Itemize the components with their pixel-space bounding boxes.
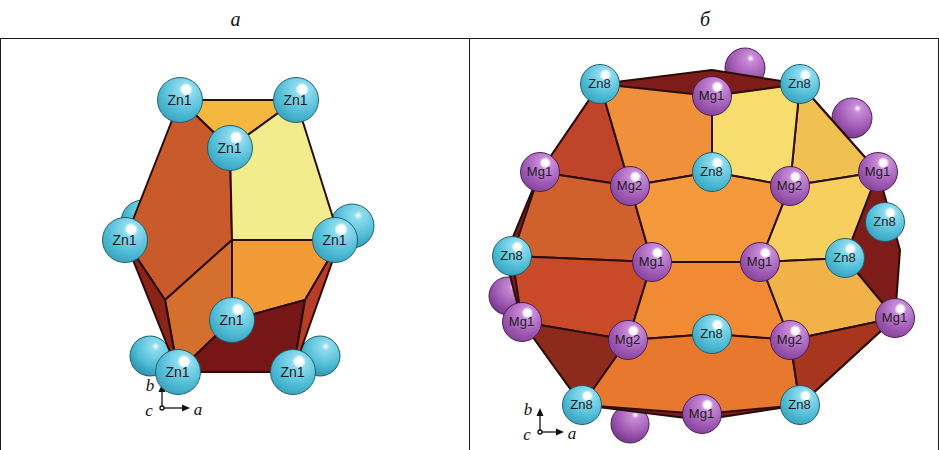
atom-sphere: Zn8 [562,385,602,425]
atom-label: Mg1 [689,407,714,420]
polyhedron-face [125,100,340,372]
atom-label: Zn8 [873,215,895,228]
axis-label: b [523,401,534,418]
atom-label: Mg1 [747,255,772,268]
axis-label: a [567,425,578,442]
atom-sphere: Mg1 [858,152,898,192]
atom-label: Mg1 [699,89,724,102]
axis-glyph-part [556,429,564,436]
atom-label: Mg1 [882,311,907,324]
panel-letter: а [231,8,241,31]
axis-label: c [144,402,154,419]
axis-glyph-part [182,405,190,412]
axis-label: b [145,377,156,394]
atom-sphere: Mg1 [740,242,780,282]
axis-glyph-part [161,390,162,408]
polyhedron-face [505,70,900,420]
axis-glyph-part [162,407,184,408]
figure-panel: аZn1Zn1Zn1Zn1Zn1Zn1Zn1Zn1 [0,38,469,450]
atom-sphere: Mg2 [608,320,648,360]
atom-sphere: Mg1 [875,298,915,338]
atom-label: Mg1 [865,165,890,178]
atom-label: Zn1 [219,313,243,327]
axis-glyph-part [538,430,542,434]
atom-sphere: Mg1 [520,152,560,192]
atom-sphere: Zn8 [580,64,620,104]
atom-label: Zn8 [788,77,810,90]
atom-sphere: Mg1 [682,394,722,434]
atom-label: Mg2 [777,179,802,192]
atom-sphere: Zn8 [825,238,865,278]
atom-sphere: Zn8 [692,314,732,354]
atom-label: Zn8 [833,251,855,264]
atom-label: Mg1 [527,165,552,178]
atom-sphere: Mg2 [770,320,810,360]
atom-sphere: Zn8 [780,385,820,425]
atom-sphere: Mg1 [692,76,732,116]
atom-label: Zn1 [322,233,346,247]
axis-glyph [537,408,565,436]
axis-label: c [522,426,532,443]
atom-label: Mg1 [509,315,534,328]
axis-glyph-part [540,431,558,432]
atom-sphere: Zn1 [209,297,255,343]
panel-letter: б [700,8,710,31]
atom-sphere: Zn8 [692,152,732,192]
axis-glyph-part [537,408,544,416]
atom-label: Zn8 [500,249,522,262]
axis-glyph-part [539,414,540,432]
atom-sphere: Zn1 [102,217,148,263]
atom-sphere: Zn8 [780,64,820,104]
atom-label: Zn1 [112,233,136,247]
atom-label: Zn1 [165,365,189,379]
atom-label: Zn8 [700,165,722,178]
atom-sphere: Zn8 [492,236,532,276]
atom-label: Zn8 [700,327,722,340]
atom-sphere: Zn1 [155,349,201,395]
atom-label: Mg2 [615,333,640,346]
atom-label: Zn1 [280,365,304,379]
axis-glyph-part [160,406,164,410]
atom-sphere: Mg2 [610,166,650,206]
atom-sphere: Zn1 [273,77,319,123]
figure-panel: бZn8Mg1Zn8Mg1Mg2Zn8Mg2Mg1Zn8Zn8Mg1Mg1Zn8… [469,38,939,450]
atom-label: Zn8 [570,398,592,411]
atom-label: Zn8 [788,398,810,411]
axis-label: a [193,401,204,418]
atom-label: Mg2 [617,179,642,192]
atom-label: Zn1 [217,141,241,155]
atom-sphere: Mg2 [770,166,810,206]
atom-sphere: Zn1 [157,77,203,123]
atom-label: Mg2 [777,333,802,346]
atom-sphere: Zn1 [270,349,316,395]
atom-sphere: Zn8 [865,202,905,242]
atom-label: Mg1 [639,255,664,268]
atom-sphere: Mg1 [632,242,672,282]
polyhedron-face-part [505,70,900,420]
atom-label: Zn8 [588,77,610,90]
atom-sphere: Zn1 [207,125,253,171]
atom-sphere: Zn1 [312,217,358,263]
atom-label: Zn1 [167,93,191,107]
atom-label: Zn1 [283,93,307,107]
atom-sphere: Mg1 [502,302,542,342]
